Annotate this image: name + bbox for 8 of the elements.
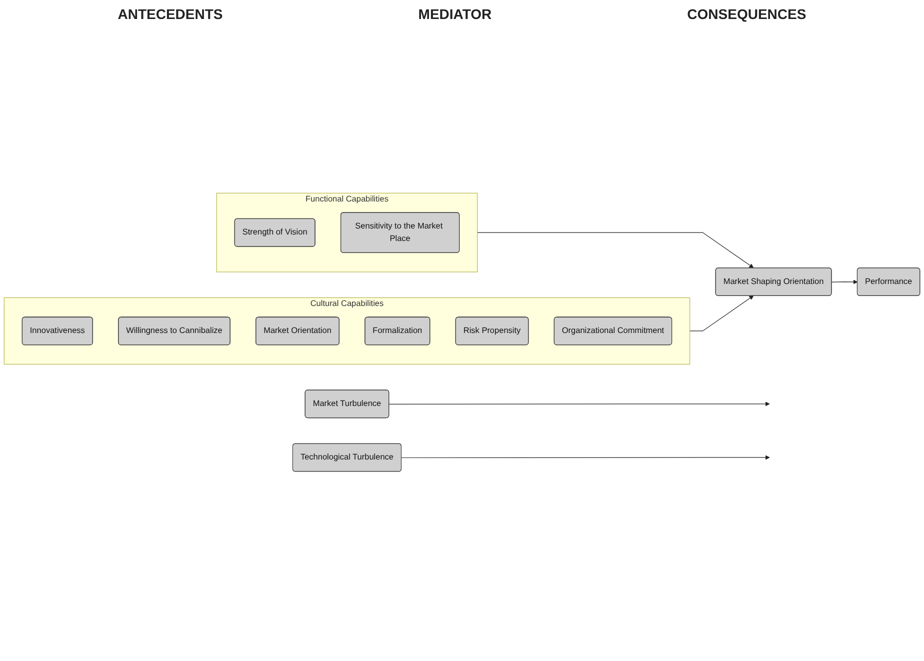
arrow [831, 279, 858, 284]
arrow [690, 295, 754, 332]
column-heading: MEDIATOR [418, 6, 492, 22]
arrow [388, 401, 770, 406]
column-heading: ANTECEDENTS [118, 6, 223, 22]
column-heading: CONSEQUENCES [687, 6, 806, 22]
arrow [477, 232, 754, 268]
arrow [401, 454, 770, 460]
